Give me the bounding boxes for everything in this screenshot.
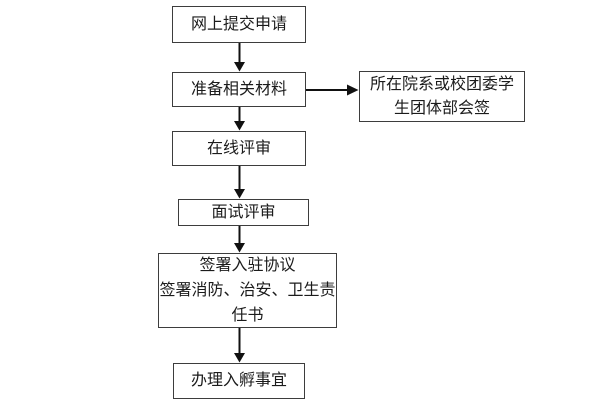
arrow-prepare-to-countersign bbox=[306, 84, 359, 96]
node-label-line: 生团体部会签 bbox=[393, 99, 490, 117]
node-label: 在线评审 bbox=[206, 139, 271, 157]
node-label: 准备相关材料 bbox=[190, 80, 287, 98]
node-prepare-materials: 准备相关材料 bbox=[172, 72, 306, 107]
arrow-online-review-to-interview-review bbox=[234, 166, 245, 199]
node-label-line: 签署消防、治安、卫生责 bbox=[159, 282, 336, 299]
arrow-sign-agreements-to-incubation bbox=[234, 328, 245, 363]
node-label: 网上提交申请 bbox=[190, 15, 287, 33]
arrow-submit-to-prepare bbox=[234, 43, 245, 72]
node-countersign: 所在院系或校团委学 生团体部会签 bbox=[359, 71, 525, 122]
node-label: 面试评审 bbox=[211, 203, 276, 221]
node-label-line: 所在院系或校团委学 bbox=[369, 75, 514, 93]
node-online-review: 在线评审 bbox=[172, 131, 306, 166]
arrow-interview-review-to-sign-agreements bbox=[234, 226, 245, 253]
node-label-line: 签署入驻协议 bbox=[199, 257, 296, 274]
node-sign-agreements: 签署入驻协议 签署消防、治安、卫生责 任书 bbox=[158, 253, 337, 328]
node-label: 办理入孵事宜 bbox=[190, 372, 287, 389]
node-submit-application: 网上提交申请 bbox=[172, 6, 306, 43]
arrow-prepare-to-online-review bbox=[234, 107, 245, 131]
node-label-line: 任书 bbox=[231, 307, 264, 324]
node-incubation: 办理入孵事宜 bbox=[173, 363, 305, 399]
node-interview-review: 面试评审 bbox=[178, 199, 309, 226]
